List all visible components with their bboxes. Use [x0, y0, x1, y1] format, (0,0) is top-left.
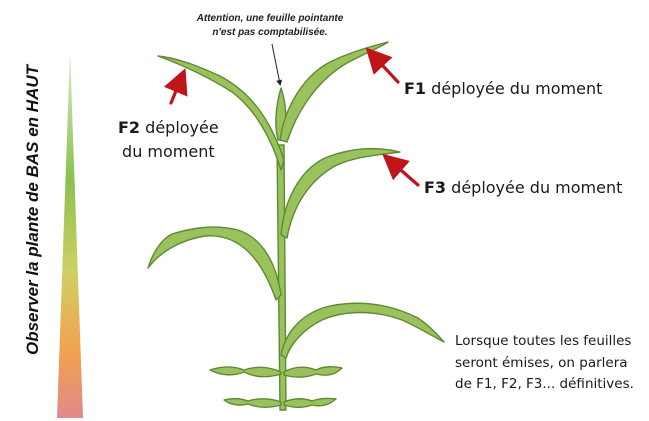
base-leaf-left-2 [223, 397, 282, 408]
info-line3: de F1, F2, F3... définitives. [455, 376, 634, 392]
base-leaf-right-2 [283, 397, 337, 408]
red-arrow-f3-icon [382, 153, 420, 187]
leaf-f3 [280, 147, 401, 239]
label-f2: F2 déployée du moment [118, 116, 219, 164]
attention-note: Attention, une feuille pointante n'est p… [160, 12, 380, 40]
label-f1-code: F1 [404, 79, 427, 98]
label-f3: F3 déployée du moment [424, 178, 622, 197]
note-pointer-arrow-icon [271, 43, 283, 86]
corn-plant-illustration [147, 41, 445, 411]
side-instruction-label: Observer la plante de BAS en HAUT [23, 64, 42, 356]
base-leaf-right-1 [283, 365, 343, 378]
red-arrow-f1-icon [365, 47, 400, 84]
info-line1: Lorsque toutes les feuilles [455, 333, 632, 349]
leaf-middle-left [147, 226, 282, 301]
base-leaf-left-1 [209, 366, 282, 378]
attention-note-line2: n'est pas comptabilisée. [212, 27, 328, 38]
red-arrow-f2-icon [163, 68, 188, 105]
label-f1-text: déployée du moment [431, 79, 603, 98]
info-line2: seront émises, on parlera [455, 354, 628, 371]
label-f3-text: déployée du moment [451, 178, 623, 197]
label-f2-line2: du moment [122, 142, 215, 161]
label-f1: F1 déployée du moment [404, 79, 602, 98]
gradient-triangle [57, 52, 83, 418]
leaf-f2 [157, 55, 285, 171]
attention-note-line1: Attention, une feuille pointante [196, 13, 344, 24]
label-f3-code: F3 [424, 178, 447, 197]
label-f2-text: déployée [145, 118, 219, 137]
leaf-lower-right [280, 302, 445, 359]
label-f2-code: F2 [118, 118, 141, 137]
info-text: Lorsque toutes les feuilles seront émise… [455, 331, 645, 396]
leaf-f1 [279, 41, 389, 143]
